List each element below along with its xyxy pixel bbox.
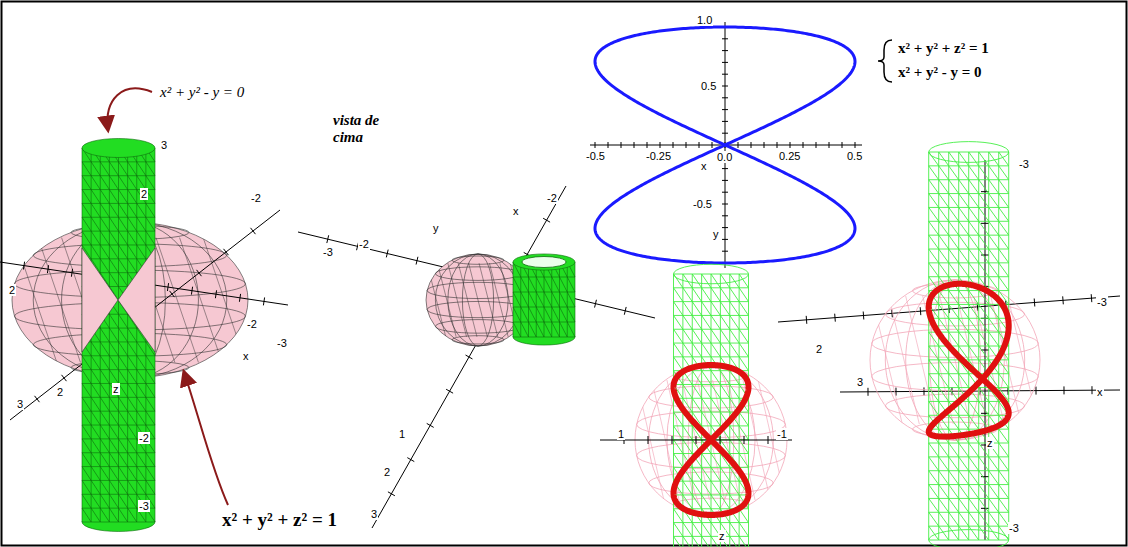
intersection-wedge: [118, 248, 155, 352]
panel-solid: [0, 88, 288, 531]
axis-tick: 0.5: [846, 150, 863, 162]
cylinder: [513, 254, 575, 345]
axis-tick: -2: [546, 192, 558, 204]
projected-curve: [595, 27, 855, 263]
axis-tick: 0.25: [778, 150, 801, 162]
equation: x² + y² + z² = 1: [898, 40, 989, 57]
axis-tick: -0.5: [585, 150, 606, 162]
cylinder-top: [82, 139, 155, 158]
sphere-parallel: [435, 320, 520, 334]
axis-tick: 0.5: [700, 80, 717, 92]
axis-line: [372, 186, 566, 528]
plot-ticks: [595, 27, 855, 263]
axis-tick: 2: [140, 188, 148, 200]
pointer-arrow: [184, 372, 228, 505]
axis-tick: -3: [1008, 522, 1020, 534]
axis-ticks: [981, 192, 989, 509]
axis: [372, 186, 566, 528]
cylinder: [674, 264, 749, 547]
axis: [600, 436, 792, 444]
axis-tick: -3: [276, 337, 288, 349]
intersection-wedge: [82, 248, 118, 352]
panel-wire-3d: [778, 142, 1120, 547]
axis-tick: y: [712, 228, 720, 240]
cylinder-top: [929, 142, 1009, 163]
axis-tick: x: [1096, 386, 1104, 398]
axis-tick: 3: [16, 398, 24, 410]
sphere-parallel: [452, 256, 504, 264]
sphere-parallel: [872, 363, 1038, 391]
axis-tick: -2: [138, 432, 150, 444]
intersection-curve: [929, 284, 1009, 437]
axis-tick: 3: [160, 139, 168, 151]
cylinder-mesh: [513, 262, 575, 337]
cylinder: [929, 142, 1009, 547]
axis-tick: -2: [250, 192, 262, 204]
axis-tick: z: [718, 530, 726, 542]
cylinder-mesh: [674, 274, 749, 547]
panel-wire-front: [600, 264, 792, 547]
system-brace: [878, 40, 892, 82]
axis-ticks: [624, 436, 768, 444]
equation: x² + y² - y = 0: [160, 84, 244, 101]
axis-tick: 2: [815, 343, 823, 355]
pointer-arrow: [107, 88, 152, 130]
sphere-parallel: [435, 267, 520, 281]
axis-tick: -3: [322, 246, 334, 258]
intersection-curve: [674, 365, 749, 515]
view-caption: vista de cima: [333, 112, 399, 145]
cylinder-opening: [522, 257, 566, 268]
axis-tick: -3: [1096, 296, 1108, 308]
cylinder-side: [82, 148, 155, 522]
axis-tick: x: [700, 160, 708, 172]
axis-tick: z: [986, 437, 994, 449]
axis-tick: -1: [776, 428, 788, 440]
axis-tick: x: [512, 205, 520, 217]
axis-tick: 2: [8, 284, 16, 296]
equation: x² + y² + z² = 1: [222, 510, 337, 531]
sphere-parallel: [452, 336, 504, 344]
axis-tick: x: [242, 350, 250, 362]
equation: x² + y² - y = 0: [898, 64, 982, 81]
axis-tick: 3: [370, 508, 378, 520]
cylinder-top: [674, 264, 749, 284]
cylinder: [82, 139, 155, 532]
axis-tick: -3: [138, 500, 150, 512]
axis-tick: 1: [617, 428, 625, 440]
axis-tick: 1.0: [696, 14, 713, 26]
axis-tick: -2: [246, 318, 258, 330]
axis-tick: y: [432, 222, 440, 234]
axis-tick: 1: [398, 428, 406, 440]
cylinder-side: [513, 262, 575, 337]
panel-top-view: [298, 186, 655, 528]
axis-tick: -3: [1018, 158, 1030, 170]
cylinder-mesh: [929, 152, 1009, 540]
cylinder-top: [513, 254, 575, 270]
axis-tick: 0.0: [716, 151, 733, 163]
cylinder-bottom: [929, 530, 1009, 547]
axis-tick: -0.5: [692, 198, 713, 210]
axis-tick: 3: [856, 376, 864, 388]
axis-tick: z: [112, 383, 120, 395]
panel-plot: [590, 22, 862, 268]
axis-tick: 2: [56, 386, 64, 398]
axis-tick: -2: [358, 238, 370, 250]
cylinder-mesh: [82, 148, 155, 522]
axis-tick: -0.25: [645, 150, 672, 162]
axis-tick: 2: [383, 466, 391, 478]
